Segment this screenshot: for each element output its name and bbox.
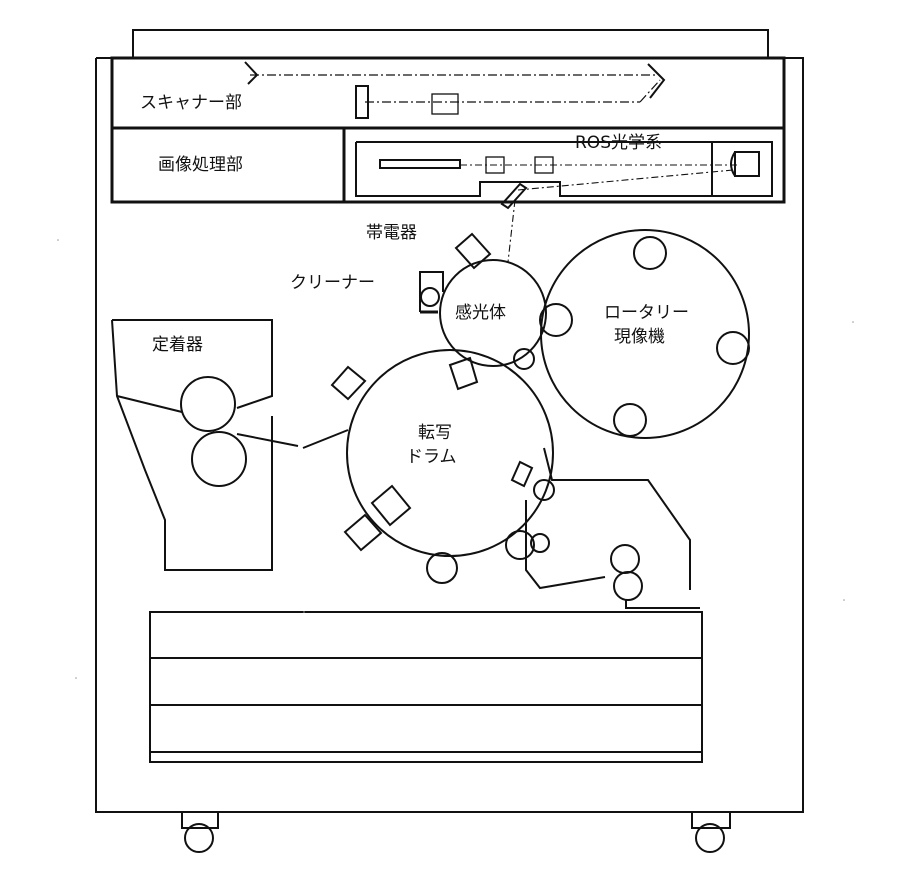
casters bbox=[181, 812, 731, 853]
label-rotary-developer-line1: ロータリー bbox=[604, 303, 689, 323]
scan-specks bbox=[57, 239, 854, 679]
paper-trays bbox=[149, 611, 703, 763]
scanner-lens bbox=[431, 93, 459, 115]
polygon-mirror bbox=[734, 151, 760, 177]
photoreceptor-drum bbox=[419, 232, 547, 370]
label-transfer-drum-line1: 転写 bbox=[418, 423, 452, 443]
rotary-developer bbox=[539, 229, 750, 439]
fold-mirror bbox=[500, 182, 528, 210]
paper-path bbox=[525, 447, 700, 609]
machine-body bbox=[95, 57, 804, 813]
laser-bar bbox=[379, 159, 461, 169]
label-transfer-drum-line2: ドラム bbox=[406, 447, 457, 467]
scanner-lamp bbox=[355, 85, 369, 119]
label-cleaner: クリーナー bbox=[290, 273, 375, 293]
charger-unit bbox=[454, 232, 492, 270]
label-fuser: 定着器 bbox=[152, 335, 203, 355]
top-lid bbox=[132, 29, 769, 58]
label-charger: 帯電器 bbox=[366, 223, 417, 243]
fuser-unit bbox=[111, 319, 349, 571]
ros-optics-section bbox=[342, 126, 786, 263]
label-rotary-developer-line2: 現像機 bbox=[614, 327, 665, 347]
label-scanner: スキャナー部 bbox=[140, 93, 242, 113]
label-image-processing: 画像処理部 bbox=[158, 155, 243, 175]
transfer-drum bbox=[330, 349, 555, 584]
polygon-mirror-box bbox=[711, 141, 773, 197]
cleaner-housing bbox=[419, 271, 444, 312]
label-ros-optics: ROS光学系 bbox=[575, 133, 662, 153]
label-photoreceptor: 感光体 bbox=[455, 303, 506, 323]
